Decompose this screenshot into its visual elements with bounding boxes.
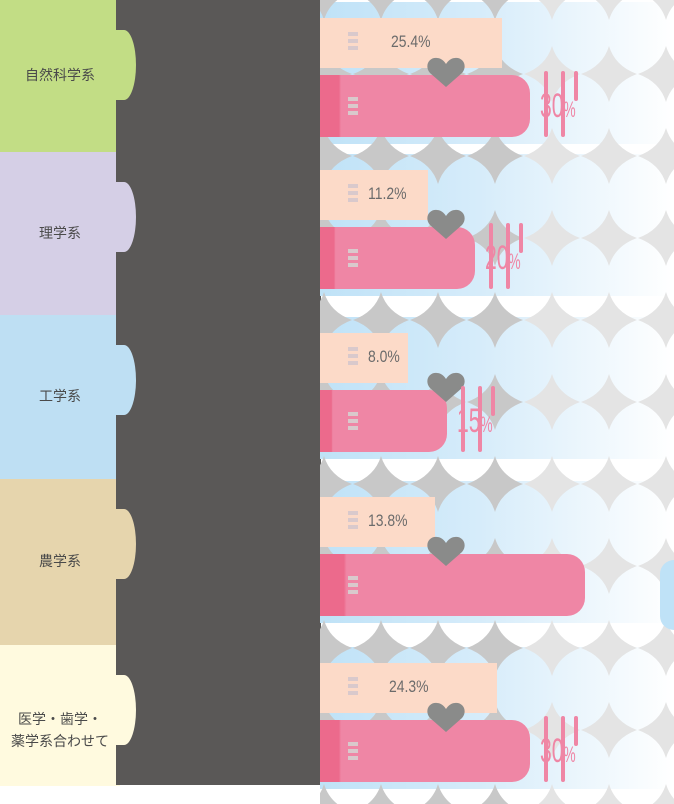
- tick-marks: [348, 511, 358, 532]
- target-value-bar: [320, 227, 475, 289]
- category-label: 理学系: [0, 152, 120, 315]
- target-value-label: 15%: [457, 402, 493, 440]
- target-value-bar: [320, 390, 447, 452]
- category-label-text: 工学系: [39, 389, 81, 405]
- tick-marks: [348, 32, 358, 53]
- current-value-label: 8.0%: [368, 347, 400, 366]
- tick-marks: [348, 347, 358, 368]
- current-value-bar: [320, 18, 502, 68]
- current-value-bar: [320, 333, 408, 383]
- current-value-label: 25.4%: [391, 32, 431, 51]
- heart-icon: [427, 372, 465, 402]
- category-label: 自然科学系: [0, 0, 120, 152]
- category-label-text: 農学系: [39, 554, 81, 570]
- right-edge-blob: [660, 560, 674, 630]
- target-value-bar: [320, 554, 585, 616]
- current-value-label: 24.3%: [388, 677, 429, 696]
- tick-marks: [348, 677, 358, 698]
- heart-icon: [427, 209, 465, 239]
- category-label-text: 自然科学系: [25, 68, 95, 84]
- current-value-label: 13.8%: [368, 511, 408, 530]
- heart-icon: [427, 702, 465, 732]
- category-label-text: 医学・歯学・: [18, 711, 102, 728]
- chart-area: 25.4% 30% 11.2% 20% 8.0% 15% 13.8% 24.3% 30%: [320, 0, 674, 804]
- category-label-text: 理学系: [39, 225, 81, 242]
- heart-icon: [427, 536, 465, 566]
- target-value-label: 30%: [540, 87, 576, 125]
- label-tab: [116, 675, 136, 745]
- tick-marks: [348, 184, 358, 205]
- current-value-label: 11.2%: [368, 184, 407, 203]
- target-value-label: 20%: [485, 239, 521, 277]
- category-label: 農学系: [0, 479, 120, 645]
- dark-side-panel: [116, 0, 321, 785]
- tick-marks: [348, 249, 358, 270]
- tick-marks: [348, 97, 358, 118]
- category-label: 医学・歯学・薬学系合わせて: [0, 645, 120, 786]
- bottom-gap: [98, 786, 234, 804]
- current-value-bar: [320, 170, 428, 220]
- category-label-text: 薬学系合わせて: [11, 733, 109, 750]
- tick-marks: [348, 576, 358, 597]
- current-value-bar: [320, 497, 435, 547]
- target-value-label: 30%: [540, 732, 576, 770]
- tick-marks: [348, 412, 358, 433]
- label-tab: [116, 30, 136, 100]
- heart-icon: [427, 57, 465, 87]
- label-tab: [116, 509, 136, 579]
- label-tab: [116, 182, 136, 252]
- tick-marks: [348, 742, 358, 763]
- current-value-bar: [320, 663, 497, 713]
- category-label: 工学系: [0, 315, 120, 479]
- label-tab: [116, 345, 136, 415]
